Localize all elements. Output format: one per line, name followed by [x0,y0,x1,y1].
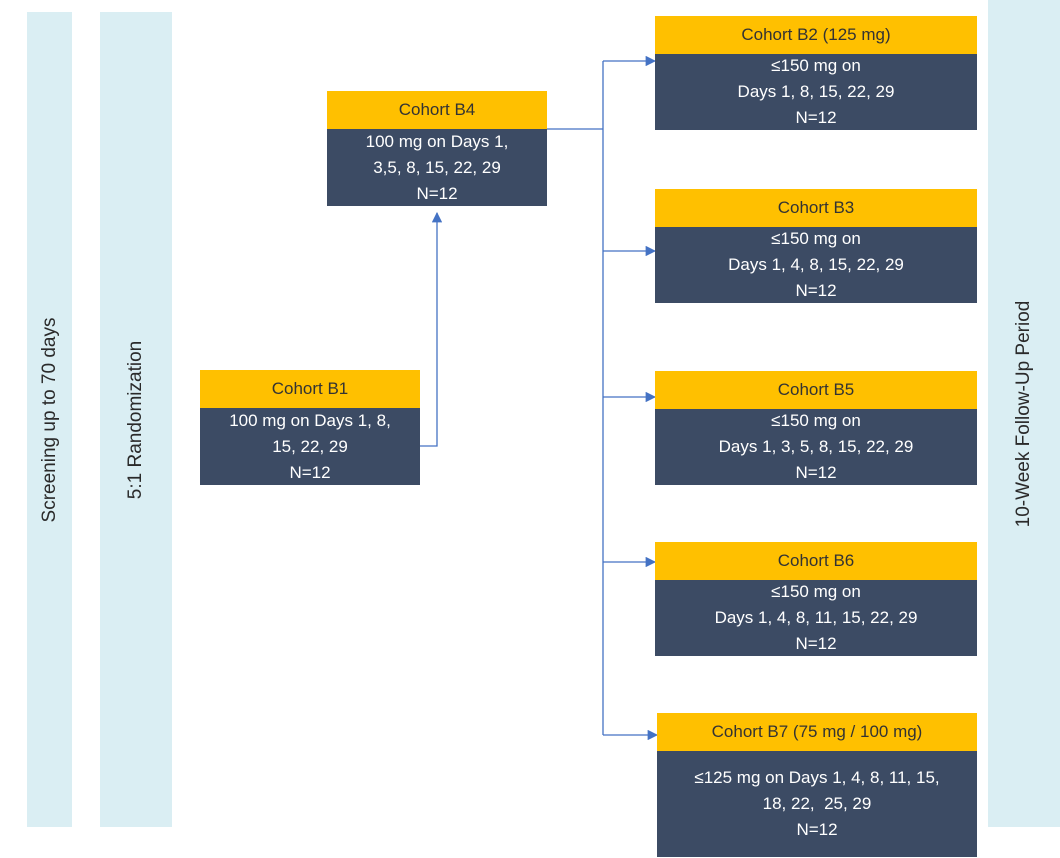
cohort-b1-n: N=12 [289,462,331,482]
cohort-b2-body: ≤150 mg on Days 1, 8, 15, 22, 29 N=12 [655,54,977,130]
followup-band: 10-Week Follow-Up Period [988,0,1060,827]
cohort-b4-days: 3,5, 8, 15, 22, 29 [373,157,501,177]
cohort-b4-title: Cohort B4 [327,91,547,129]
cohort-b1-days: 15, 22, 29 [272,436,348,456]
screening-band: Screening up to 70 days [27,12,72,827]
cohort-b5-body: ≤150 mg on Days 1, 3, 5, 8, 15, 22, 29 N… [655,409,977,485]
cohort-b6-box: Cohort B6 ≤150 mg on Days 1, 4, 8, 11, 1… [655,542,977,656]
cohort-b3-box: Cohort B3 ≤150 mg on Days 1, 4, 8, 15, 2… [655,189,977,303]
cohort-b5-dose: ≤150 mg on [771,411,861,430]
cohort-b1-body: 100 mg on Days 1, 8, 15, 22, 29 N=12 [200,408,420,485]
cohort-b4-box: Cohort B4 100 mg on Days 1, 3,5, 8, 15, … [327,91,547,206]
cohort-b5-box: Cohort B5 ≤150 mg on Days 1, 3, 5, 8, 15… [655,371,977,485]
arrow-b1-to-b4 [420,211,443,447]
cohort-b7-body: ≤125 mg on Days 1, 4, 8, 11, 15, 18, 22,… [657,751,977,857]
cohort-b7-dose: ≤125 mg on Days 1, 4, 8, 11, 15, [694,768,940,787]
cohort-b6-n: N=12 [795,634,837,653]
cohort-b2-box: Cohort B2 (125 mg) ≤150 mg on Days 1, 8,… [655,16,977,130]
randomization-band: 5:1 Randomization [100,12,172,827]
cohort-b1-dose: 100 mg on Days 1, 8, [229,410,391,430]
cohort-b6-dose: ≤150 mg on [771,582,861,601]
cohort-b7-box: Cohort B7 (75 mg / 100 mg) ≤125 mg on Da… [657,713,977,857]
cohort-b3-body: ≤150 mg on Days 1, 4, 8, 15, 22, 29 N=12 [655,227,977,303]
cohort-b1-title: Cohort B1 [200,370,420,408]
cohort-b4-body: 100 mg on Days 1, 3,5, 8, 15, 22, 29 N=1… [327,129,547,206]
cohort-b7-n: N=12 [796,820,838,839]
cohort-b2-dose: ≤150 mg on [771,56,861,75]
cohort-b6-days: Days 1, 4, 8, 11, 15, 22, 29 [714,608,918,627]
cohort-b2-days: Days 1, 8, 15, 22, 29 [737,82,895,101]
cohort-b2-n: N=12 [795,108,837,127]
cohort-b6-title: Cohort B6 [655,542,977,580]
cohort-b2-title: Cohort B2 (125 mg) [655,16,977,54]
cohort-b5-title: Cohort B5 [655,371,977,409]
cohort-b4-n: N=12 [416,183,458,203]
cohort-b7-days: 18, 22, 25, 29 [762,794,872,813]
cohort-b3-title: Cohort B3 [655,189,977,227]
cohort-b3-days: Days 1, 4, 8, 15, 22, 29 [728,255,904,274]
cohort-b1-box: Cohort B1 100 mg on Days 1, 8, 15, 22, 2… [200,370,420,485]
cohort-b5-days: Days 1, 3, 5, 8, 15, 22, 29 [718,437,914,456]
cohort-b7-title: Cohort B7 (75 mg / 100 mg) [657,713,977,751]
cohort-b3-dose: ≤150 mg on [771,229,861,248]
cohort-b3-n: N=12 [795,281,837,300]
cohort-b4-dose: 100 mg on Days 1, [365,131,509,151]
cohort-b5-n: N=12 [795,463,837,482]
cohort-b6-body: ≤150 mg on Days 1, 4, 8, 11, 15, 22, 29 … [655,580,977,656]
